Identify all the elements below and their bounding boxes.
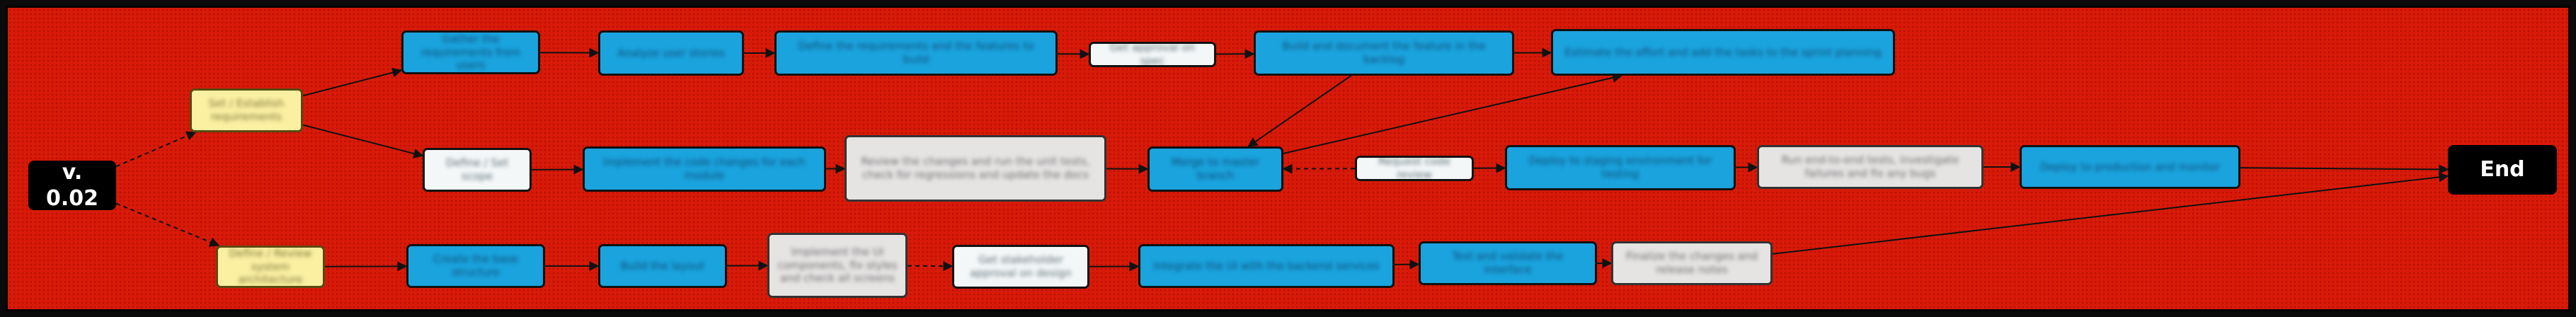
node-label: Merge to master branch xyxy=(1171,156,1260,182)
edge-start-to-y1 xyxy=(115,131,197,168)
node-y1[interactable]: Set / Establish requirements xyxy=(190,88,303,132)
node-m7[interactable]: Run end-to-end tests, investigate failur… xyxy=(1757,145,1983,189)
diagram-canvas: v. 0.02 Set / Establish requirements Def… xyxy=(6,6,2570,311)
node-label: Test and validate the interface xyxy=(1452,250,1564,276)
node-n4[interactable]: Get approval on spec xyxy=(1089,42,1216,67)
edge-n5-to-m4 xyxy=(1247,75,1352,147)
edge-b7-to-end xyxy=(1772,172,2449,255)
node-label: Create the base structure xyxy=(433,253,518,279)
node-label: Deploy to production and monitor xyxy=(2039,160,2221,173)
node-b6[interactable]: Test and validate the interface xyxy=(1419,241,1597,285)
node-label: Define the requirements and the features… xyxy=(798,40,1034,66)
node-label: Get approval on spec xyxy=(1109,42,1196,67)
node-label: Build the layout xyxy=(620,259,705,272)
node-label: Define / Review system architecture xyxy=(229,246,312,287)
node-y2[interactable]: Define / Review system architecture xyxy=(216,246,325,288)
node-label: Build and document the feature in the ba… xyxy=(1282,40,1486,66)
node-b5[interactable]: Integrate the UI with the backend servic… xyxy=(1138,244,1395,288)
node-m6[interactable]: Deploy to staging environment for testin… xyxy=(1505,145,1736,190)
edge-start-to-y2 xyxy=(115,202,220,247)
node-label: Define / Set scope xyxy=(445,156,509,183)
start-label: v. 0.02 xyxy=(45,161,99,210)
edge-layer xyxy=(115,47,2449,272)
edge-m4-to-n6 xyxy=(1283,73,1622,154)
edge-y1-to-m1 xyxy=(302,124,424,158)
node-label: Analyze user stories xyxy=(617,46,725,59)
node-label: Deploy to staging environment for testin… xyxy=(1528,154,1712,180)
node-label: Request code review xyxy=(1378,156,1450,181)
node-m4[interactable]: Merge to master branch xyxy=(1147,146,1283,192)
node-label: Review the changes and run the unit test… xyxy=(861,155,1090,181)
node-label: Finalize the changes and release notes xyxy=(1626,250,1758,276)
node-m5[interactable]: Request code review xyxy=(1355,156,1474,181)
node-label: Implement the code changes for each modu… xyxy=(603,156,806,182)
node-b4[interactable]: Get stakeholder approval on design xyxy=(952,245,1089,289)
node-m3[interactable]: Review the changes and run the unit test… xyxy=(845,135,1106,202)
node-m2[interactable]: Implement the code changes for each modu… xyxy=(583,146,826,192)
node-label: Estimate the effort and add the tasks to… xyxy=(1564,45,1882,59)
edge-y1-to-n1 xyxy=(302,67,403,97)
end-node[interactable]: End xyxy=(2448,145,2557,195)
node-n2[interactable]: Analyze user stories xyxy=(598,30,744,76)
node-n6[interactable]: Estimate the effort and add the tasks to… xyxy=(1551,29,1895,76)
edge-m8-to-end xyxy=(2240,164,2449,175)
end-label: End xyxy=(2480,157,2525,183)
node-m1[interactable]: Define / Set scope xyxy=(423,148,532,192)
node-n3[interactable]: Define the requirements and the features… xyxy=(774,30,1058,76)
node-n1[interactable]: Gather the requirements from users xyxy=(401,30,540,74)
node-m8[interactable]: Deploy to production and monitor xyxy=(2020,145,2240,189)
node-label: Gather the requirements from users xyxy=(420,32,521,72)
node-b7[interactable]: Finalize the changes and release notes xyxy=(1611,241,1773,285)
node-b3[interactable]: Implement the UI components, fix styles … xyxy=(767,233,908,298)
node-label: Set / Establish requirements xyxy=(208,97,285,123)
node-label: Implement the UI components, fix styles … xyxy=(777,245,898,285)
node-n5[interactable]: Build and document the feature in the ba… xyxy=(1254,30,1514,76)
start-node[interactable]: v. 0.02 xyxy=(28,161,116,210)
node-b2[interactable]: Build the layout xyxy=(598,244,727,288)
node-label: Integrate the UI with the backend servic… xyxy=(1153,259,1380,272)
node-label: Run end-to-end tests, investigate failur… xyxy=(1781,154,1959,180)
node-label: Get stakeholder approval on design xyxy=(970,253,1072,279)
node-b1[interactable]: Create the base structure xyxy=(406,244,545,288)
